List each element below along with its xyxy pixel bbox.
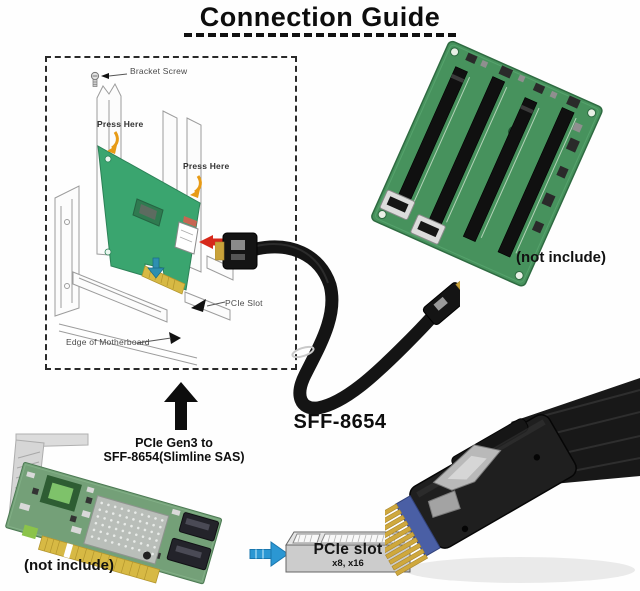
bracket-screw-icon (90, 71, 128, 87)
blue-arrow-icon (249, 541, 289, 567)
press-here-side-label: Press Here (183, 161, 230, 171)
pcie-backplane-photo (371, 40, 603, 287)
adapter-card-photo (5, 433, 223, 585)
closeup-connector-body (385, 414, 577, 577)
card-heatsink (83, 494, 170, 565)
adapter-caption-not-include: (not include) (24, 557, 114, 574)
up-arrow-icon (164, 382, 198, 430)
cable-tie (291, 345, 315, 359)
edge-of-motherboard-label: Edge of Motherboard (66, 337, 150, 347)
closeup-latch (427, 444, 502, 518)
adapter-caption: PCIe Gen3 to SFF-8654(Slimline SAS) (86, 436, 262, 464)
slot-callout-arrow (191, 299, 206, 312)
title-underline (184, 33, 456, 37)
adapter-card-lineart (97, 145, 201, 295)
cable-name-label: SFF-8654 (293, 411, 387, 433)
closeup-gold-fingers (385, 503, 429, 577)
card-ports (166, 512, 220, 571)
card-gold-edge (37, 535, 161, 584)
pcie-slot-callout-sublabel: x8, x16 (332, 558, 364, 569)
sff8654-cable (215, 232, 460, 415)
cable-connector-right (422, 277, 460, 326)
install-diagram-art (54, 71, 234, 366)
card-led (21, 524, 39, 540)
adapter-caption-line1: PCIe Gen3 to (135, 436, 213, 450)
bracket-screw-label: Bracket Screw (130, 66, 188, 76)
pcie-slot-callout-label: PCIe slot (313, 541, 383, 558)
backplane-components (465, 52, 581, 234)
edge-callout-line (136, 337, 172, 344)
card-pcb (5, 461, 223, 585)
insert-arrow-icon (147, 257, 165, 279)
slot-callout-line (206, 301, 226, 307)
adapter-caption-line2: SFF-8654(Slimline SAS) (103, 450, 245, 464)
page-title: Connection Guide (199, 2, 441, 32)
press-arrow-side-icon (190, 175, 202, 198)
backplane-mini-connectors (379, 189, 446, 245)
pcie-slot-label: PCIe Slot (225, 298, 263, 308)
sff8654-connector-closeup (385, 378, 640, 583)
edge-callout-arrow (169, 332, 181, 344)
cable-connector-left (215, 232, 258, 270)
press-arrow-top-icon (107, 131, 119, 154)
backplane-slots (393, 66, 575, 258)
backplane-caption: (not include) (516, 249, 606, 266)
press-here-top-label: Press Here (97, 119, 144, 129)
pcie-slot-callout-text: PCIe slot x8, x16 (286, 541, 410, 569)
install-diagram-box (45, 56, 297, 370)
